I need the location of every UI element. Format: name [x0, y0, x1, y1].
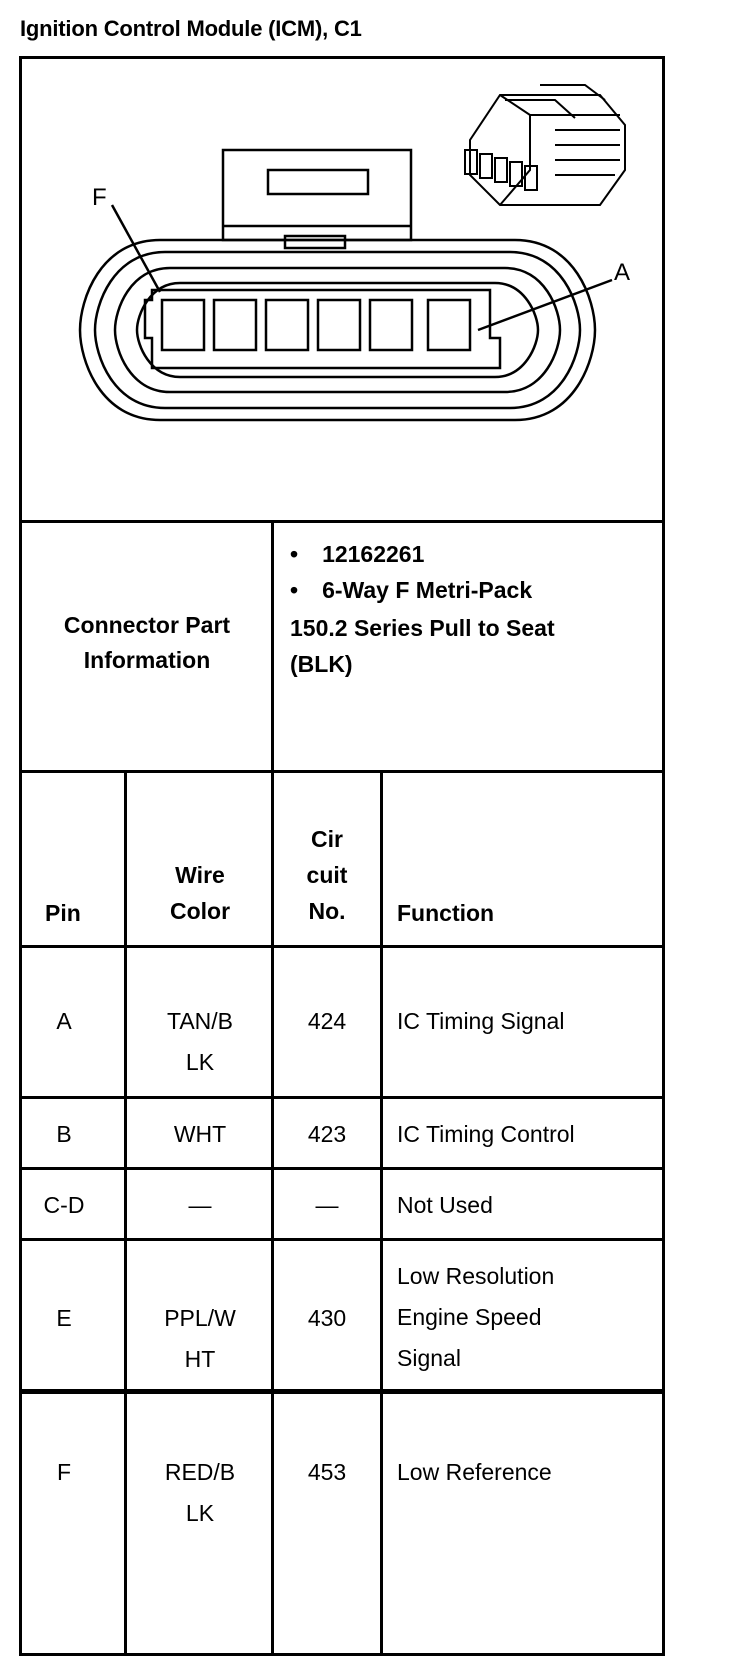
row-e-pin: E: [56, 1305, 72, 1331]
row-cd-pin: C-D: [43, 1192, 85, 1218]
header-wire-color: Wire Color: [169, 862, 231, 924]
row-e-function: Low Resolution Engine Speed Signal: [397, 1263, 555, 1371]
row-a-wire-color: TAN/B LK: [166, 1008, 234, 1075]
connector-desc-line3: (BLK): [290, 651, 353, 677]
header-pin: Pin: [45, 900, 81, 926]
row-e-wire-color: PPL/W HT: [164, 1305, 236, 1372]
connector-desc-line2: 150.2 Series Pull to Seat: [290, 615, 555, 641]
page-title: Ignition Control Module (ICM), C1: [20, 16, 362, 41]
row-a-function: IC Timing Signal: [397, 1008, 565, 1034]
row-f-wire-color: RED/B LK: [164, 1459, 236, 1526]
row-f-circuit: 453: [307, 1459, 347, 1485]
row-f-function: Low Reference: [397, 1459, 552, 1485]
row-cd-function: Not Used: [397, 1192, 493, 1218]
row-e-circuit: 430: [307, 1305, 347, 1331]
row-a-circuit: 424: [307, 1008, 347, 1034]
row-f-pin: F: [56, 1459, 72, 1485]
row-b-wire-color: WHT: [173, 1121, 227, 1147]
connector-table: [19, 56, 713, 1656]
header-function: Function: [397, 900, 495, 926]
pin-a-label: A: [614, 259, 630, 286]
pin-f-label: F: [92, 184, 107, 211]
row-cd-circuit: —: [315, 1192, 339, 1218]
part-number-bullet: •12162261: [290, 541, 425, 567]
row-b-circuit: 423: [307, 1121, 347, 1147]
connector-diagram: F A: [78, 84, 630, 422]
connector-type-bullet: •6-Way F Metri-Pack: [290, 577, 533, 603]
row-b-function: IC Timing Control: [397, 1121, 575, 1147]
connector-info-label: Connector Part Information: [63, 612, 231, 673]
header-circuit-no: Cir cuit No.: [306, 826, 348, 924]
row-cd-wire-color: —: [188, 1192, 212, 1218]
row-b-pin: B: [56, 1121, 72, 1147]
row-a-pin: A: [56, 1008, 72, 1034]
